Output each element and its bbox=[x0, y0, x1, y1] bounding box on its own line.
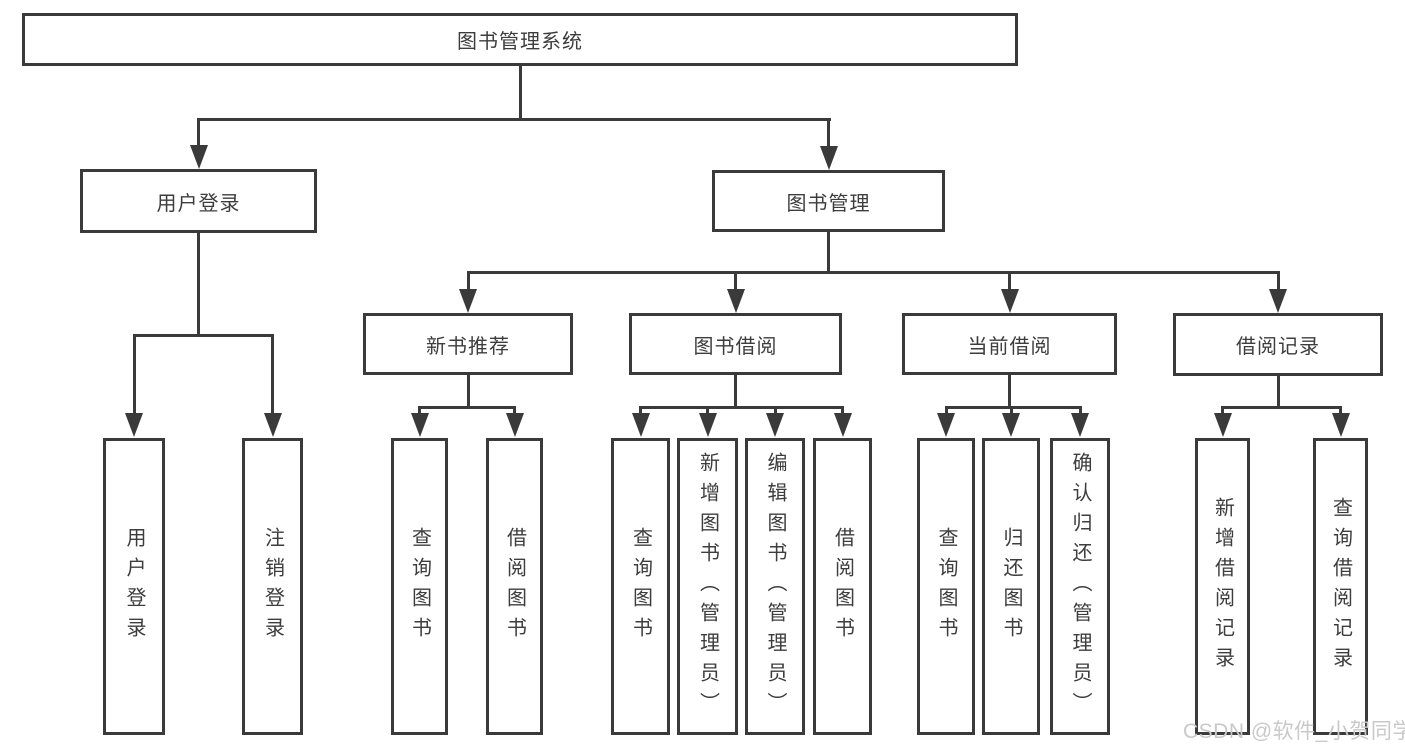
arrowhead-borrow-books-2 bbox=[833, 413, 852, 437]
arrowhead-leaf-logout bbox=[263, 413, 282, 437]
leaf-user-login-label: 用户登录 bbox=[123, 526, 145, 647]
node-new-book-recommend: 新书推荐 bbox=[363, 313, 573, 375]
leaf-edit-books-admin-label: 编辑图书（管理员） bbox=[764, 451, 786, 722]
node-book-management: 图书管理 bbox=[712, 170, 945, 232]
edge-drop-return-books bbox=[1009, 406, 1013, 416]
edge-drop-query-books-2 bbox=[639, 406, 642, 416]
arrowhead-query-books-3 bbox=[937, 413, 955, 437]
leaf-add-books-admin: 新增图书（管理员） bbox=[677, 438, 738, 735]
leaf-user-login: 用户登录 bbox=[103, 438, 165, 735]
edge-drop-add-borrow-record bbox=[1221, 406, 1224, 416]
leaf-borrow-books-1: 借阅图书 bbox=[486, 438, 543, 735]
leaf-query-books-1-label: 查询图书 bbox=[408, 526, 431, 647]
edge-drop-add-books-admin bbox=[706, 406, 709, 416]
node-root: 图书管理系统 bbox=[22, 13, 1018, 66]
node-current-borrow-label: 当前借阅 bbox=[967, 335, 1052, 358]
edge-book-management-stem bbox=[827, 230, 830, 274]
leaf-query-books-3: 查询图书 bbox=[917, 438, 975, 735]
node-borrow-records: 借阅记录 bbox=[1173, 313, 1383, 376]
leaf-return-books: 归还图书 bbox=[982, 438, 1040, 735]
arrowhead-query-books-1 bbox=[410, 413, 429, 437]
leaf-add-borrow-record-label: 新增借阅记录 bbox=[1211, 496, 1234, 677]
arrowhead-query-books-2 bbox=[631, 413, 650, 437]
edge-level2-bar bbox=[197, 117, 831, 121]
arrowhead-edit-books-admin bbox=[766, 413, 784, 437]
arrowhead-add-borrow-record bbox=[1213, 413, 1232, 437]
arrowhead-user-login bbox=[189, 145, 208, 169]
edge-book-borrow-stem bbox=[734, 373, 737, 409]
edge-current-borrow-stem bbox=[1008, 373, 1011, 409]
edge-drop-confirm-return-admin bbox=[1078, 406, 1082, 416]
leaf-confirm-return-admin: 确认归还（管理员） bbox=[1050, 438, 1110, 735]
arrowhead-borrow-records bbox=[1269, 289, 1287, 313]
arrowhead-current-borrow bbox=[1000, 289, 1019, 313]
leaf-query-borrow-record: 查询借阅记录 bbox=[1313, 438, 1368, 735]
node-root-label: 图书管理系统 bbox=[457, 31, 583, 53]
edge-drop-book-borrow bbox=[734, 271, 737, 291]
edge-book-borrow-bar bbox=[639, 406, 844, 409]
arrowhead-borrow-books-1 bbox=[505, 413, 524, 437]
node-new-book-recommend-label: 新书推荐 bbox=[426, 335, 510, 358]
edge-current-borrow-bar bbox=[944, 406, 1082, 409]
edge-new-book-recommend-bar bbox=[418, 406, 516, 409]
edge-drop-user-login bbox=[197, 117, 200, 150]
leaf-query-borrow-record-label: 查询借阅记录 bbox=[1329, 496, 1352, 677]
arrowhead-confirm-return-admin bbox=[1071, 413, 1089, 437]
leaf-query-books-2: 查询图书 bbox=[611, 438, 670, 735]
edge-root-stem bbox=[518, 64, 522, 121]
edge-drop-current-borrow bbox=[1008, 271, 1011, 291]
leaf-add-books-admin-label: 新增图书（管理员） bbox=[696, 451, 719, 722]
arrowhead-query-borrow-record bbox=[1331, 413, 1350, 437]
edge-drop-query-books-1 bbox=[418, 406, 421, 416]
arrowhead-leaf-user-login bbox=[125, 413, 143, 437]
edge-drop-edit-books-admin bbox=[773, 406, 777, 416]
leaf-query-books-2-label: 查询图书 bbox=[629, 526, 652, 647]
edge-borrow-records-bar bbox=[1221, 406, 1342, 409]
leaf-confirm-return-admin-label: 确认归还（管理员） bbox=[1069, 451, 1091, 722]
node-book-borrow: 图书借阅 bbox=[629, 313, 842, 375]
edge-drop-borrow-records bbox=[1276, 271, 1280, 291]
arrowhead-add-books-admin bbox=[698, 413, 717, 437]
edge-level3-bar bbox=[466, 271, 1280, 274]
edge-drop-query-borrow-record bbox=[1339, 406, 1342, 416]
edge-drop-borrow-books-2 bbox=[841, 406, 844, 416]
node-book-borrow-label: 图书借阅 bbox=[693, 335, 778, 358]
leaf-return-books-label: 归还图书 bbox=[1000, 526, 1022, 647]
leaf-borrow-books-1-label: 借阅图书 bbox=[503, 526, 526, 647]
leaf-borrow-books-2: 借阅图书 bbox=[813, 438, 872, 735]
edge-user-login-stem bbox=[197, 231, 200, 337]
arrowhead-book-borrow bbox=[726, 289, 745, 313]
leaf-logout-label: 注销登录 bbox=[261, 526, 284, 647]
edge-user-login-bar bbox=[132, 334, 274, 337]
edge-borrow-records-stem bbox=[1276, 373, 1280, 409]
arrowhead-new-book-recommend bbox=[459, 289, 477, 313]
node-current-borrow: 当前借阅 bbox=[902, 313, 1117, 375]
csdn-watermark: CSDN @软件_小贺同学 bbox=[1183, 720, 1405, 743]
arrowhead-book-management bbox=[819, 146, 838, 170]
edge-drop-borrow-books-1 bbox=[513, 406, 516, 416]
leaf-edit-books-admin: 编辑图书（管理员） bbox=[745, 438, 805, 735]
arrowhead-return-books bbox=[1002, 413, 1020, 437]
node-user-login-label: 用户登录 bbox=[156, 192, 241, 215]
leaf-logout: 注销登录 bbox=[242, 438, 303, 735]
edge-new-book-recommend-stem bbox=[466, 373, 470, 409]
node-borrow-records-label: 借阅记录 bbox=[1236, 336, 1320, 358]
edge-drop-leaf-logout bbox=[271, 334, 274, 416]
leaf-query-books-3-label: 查询图书 bbox=[935, 526, 957, 647]
leaf-add-borrow-record: 新增借阅记录 bbox=[1195, 438, 1250, 735]
leaf-query-books-1: 查询图书 bbox=[391, 438, 448, 735]
edge-drop-query-books-3 bbox=[944, 406, 948, 416]
leaf-borrow-books-2-label: 借阅图书 bbox=[831, 526, 854, 647]
edge-drop-new-book-recommend bbox=[466, 271, 470, 291]
edge-drop-book-management bbox=[827, 117, 830, 150]
edge-drop-leaf-user-login bbox=[132, 334, 136, 416]
node-book-management-label: 图书管理 bbox=[786, 192, 871, 215]
node-user-login: 用户登录 bbox=[80, 169, 317, 233]
